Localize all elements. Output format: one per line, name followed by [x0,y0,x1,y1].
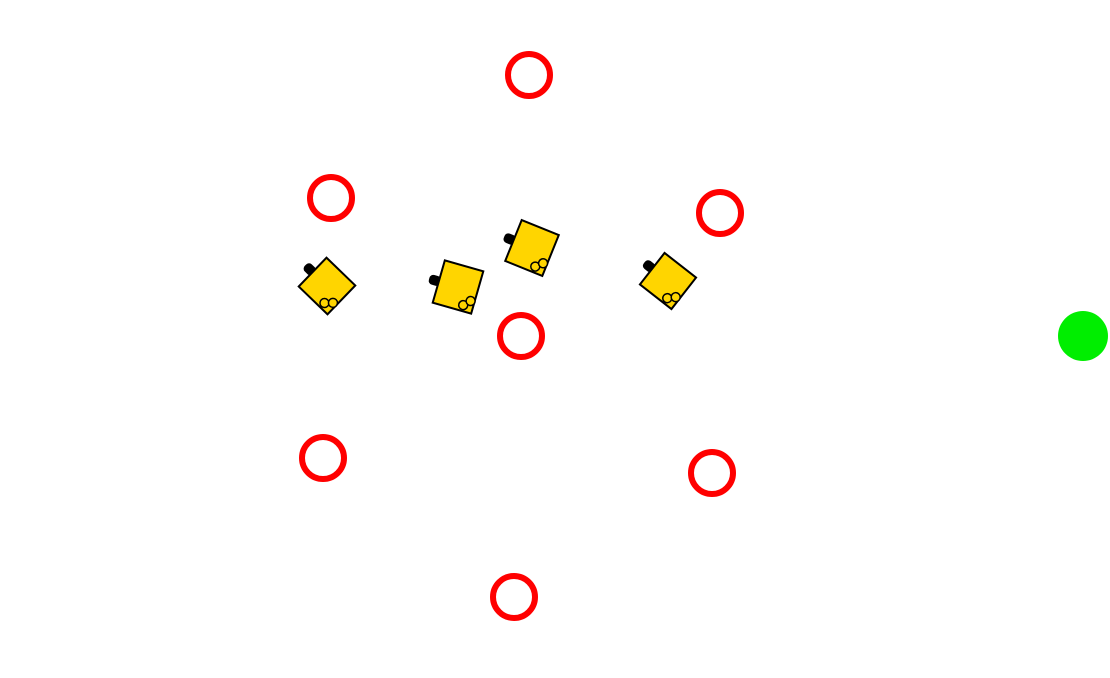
target-ring-4 [497,312,545,360]
agent-robot-3 [503,218,561,278]
target-ring-3 [696,189,744,237]
agent-robot-4 [638,251,698,311]
agent-robot-2 [428,259,485,315]
target-ring-5 [299,434,347,482]
target-ring-2 [307,174,355,222]
target-ring-6 [688,449,736,497]
target-rings [299,51,744,621]
target-ring-7 [490,573,538,621]
target-ring-1 [505,51,553,99]
agent-robot-1 [297,256,357,316]
goal-dot [1058,311,1108,361]
